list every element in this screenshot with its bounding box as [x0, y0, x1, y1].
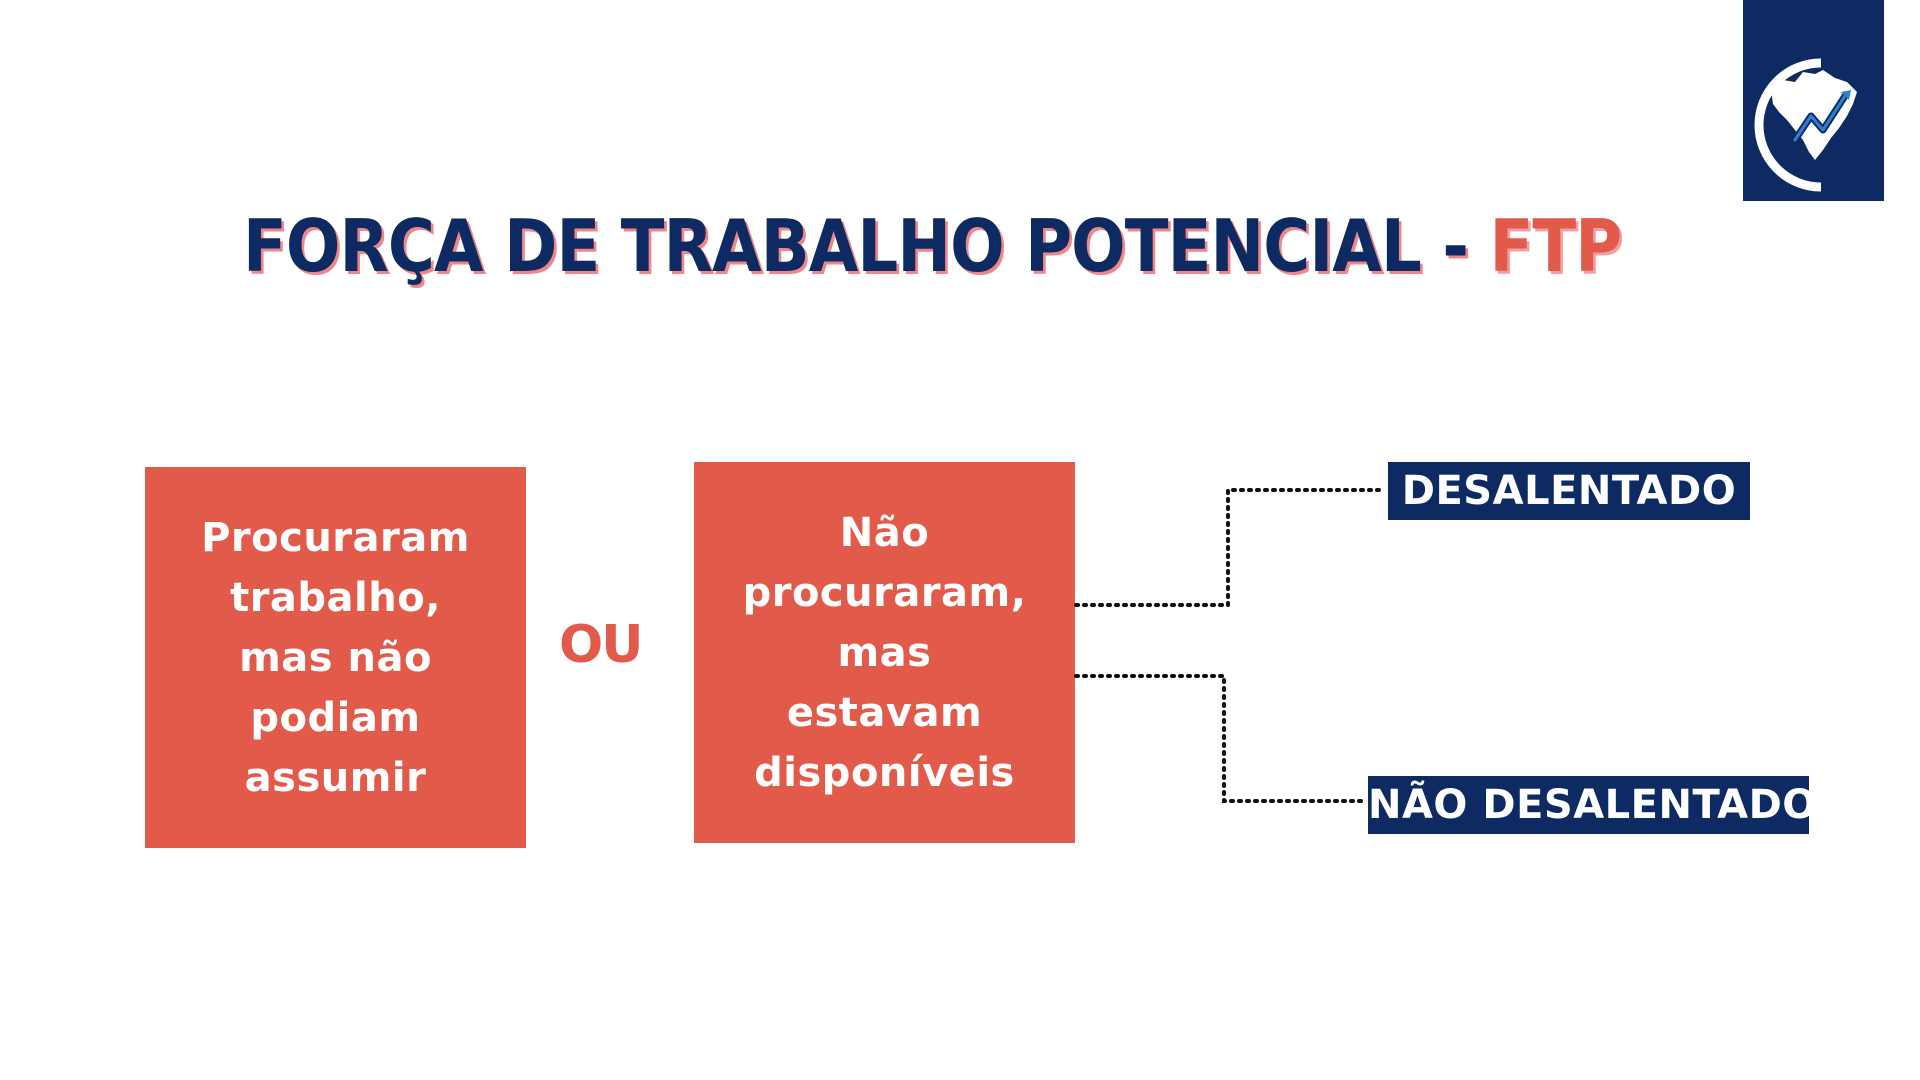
- label-nao-desalentado: NÃO DESALENTADO: [1368, 776, 1816, 834]
- title-accent: FTP: [1489, 204, 1622, 288]
- connector-to-desalentado: [1074, 488, 1386, 607]
- criteria-box-available-text: Não procuraram, mas estavam disponíveis: [742, 509, 1027, 796]
- or-connector: OU: [559, 615, 643, 675]
- brazil-map-chart-logo-icon: [1754, 58, 1857, 192]
- label-desalentado: DESALENTADO: [1388, 462, 1750, 520]
- connector-to-nao-desalentado: [1074, 674, 1366, 803]
- criteria-box-sought-work-text: Procuraram trabalho, mas não podiam assu…: [201, 514, 470, 801]
- criteria-box-available: Não procuraram, mas estavam disponíveis: [694, 462, 1075, 843]
- criteria-box-sought-work: Procuraram trabalho, mas não podiam assu…: [145, 467, 526, 848]
- title-main: FORÇA DE TRABALHO POTENCIAL -: [243, 204, 1490, 288]
- brand-logo: [1743, 0, 1884, 201]
